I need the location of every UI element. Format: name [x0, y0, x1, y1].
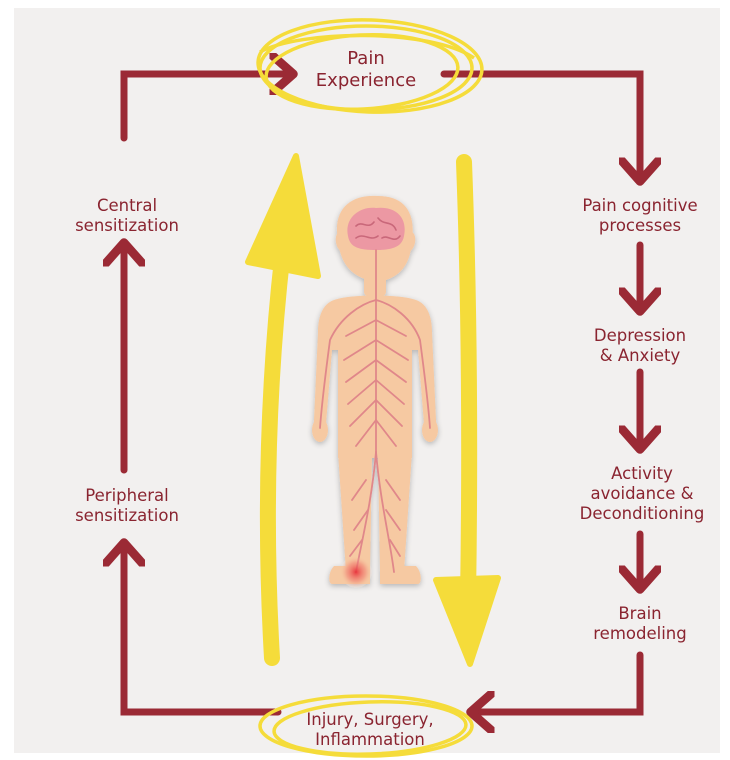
node-activity-avoidance: Activity avoidance & Deconditioning — [560, 464, 724, 524]
injury-spot-icon — [340, 556, 372, 588]
node-injury-surgery-inflammation: Injury, Surgery, Inflammation — [282, 710, 458, 750]
yellow-up-arrow — [248, 156, 318, 658]
node-pain-experience: Pain Experience — [306, 48, 426, 92]
yellow-down-arrow — [436, 162, 498, 664]
arrow-injury-to-peripheral — [124, 544, 278, 712]
node-brain-remodeling: Brain remodeling — [570, 604, 710, 644]
node-central-sensitization: Central sensitization — [52, 196, 202, 236]
node-depression-anxiety: Depression & Anxiety — [570, 326, 710, 366]
arrow-pain-experience-to-cognitive — [444, 74, 640, 180]
arrow-brain-to-injury — [472, 655, 640, 712]
brain-icon — [347, 208, 404, 250]
node-peripheral-sensitization: Peripheral sensitization — [52, 486, 202, 526]
human-nervous-system-figure — [312, 196, 438, 588]
node-pain-cognitive-processes: Pain cognitive processes — [560, 196, 720, 236]
